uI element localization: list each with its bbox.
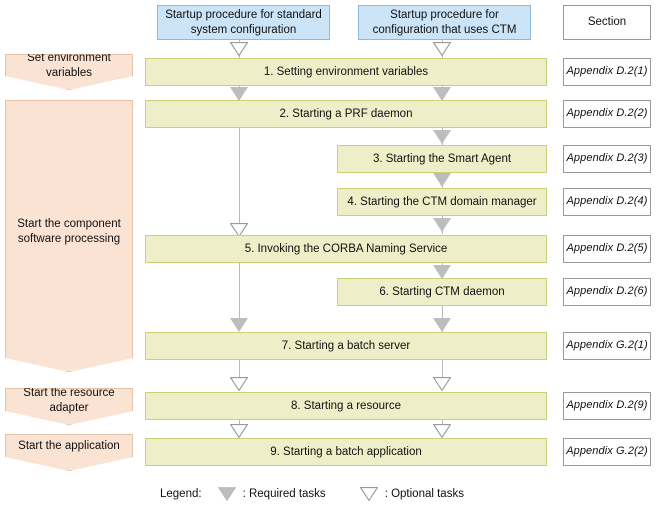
task-label: 8. Starting a resource	[291, 399, 401, 412]
section-cell-8: Appendix D.2(9)	[563, 392, 651, 420]
arrow-optional-icon	[230, 377, 248, 391]
arrow-required-icon	[433, 218, 451, 232]
phase-set-environment-variables: Set environment variables	[5, 54, 133, 90]
task-box-1[interactable]: 1. Setting environment variables	[145, 58, 547, 86]
arrow-required-icon	[230, 87, 248, 101]
section-label: Appendix D.2(2)	[566, 107, 648, 120]
legend: Legend: : Required tasks : Optional task…	[160, 487, 464, 501]
task-label: 9. Starting a batch application	[270, 445, 422, 458]
task-label: 6. Starting CTM daemon	[379, 285, 505, 298]
arrow-optional-icon	[433, 424, 451, 438]
task-box-2[interactable]: 2. Starting a PRF daemon	[145, 100, 547, 128]
section-cell-1: Appendix D.2(1)	[563, 58, 651, 86]
arrow-required-icon	[433, 130, 451, 144]
section-cell-7: Appendix G.2(1)	[563, 332, 651, 360]
connector-line	[239, 360, 240, 378]
section-cell-5: Appendix D.2(5)	[563, 235, 651, 263]
phase-start-resource-adapter: Start the resource adapter	[5, 388, 133, 425]
task-box-9[interactable]: 9. Starting a batch application	[145, 438, 547, 466]
section-label: Appendix D.2(5)	[566, 242, 648, 255]
phase-label: Start the component software processing	[17, 218, 121, 245]
task-label: 3. Starting the Smart Agent	[372, 152, 512, 165]
arrow-required-icon	[230, 318, 248, 332]
header-section-label: Section	[587, 16, 627, 29]
connector-line	[442, 360, 443, 378]
task-box-7[interactable]: 7. Starting a batch server	[145, 332, 547, 360]
section-cell-4: Appendix D.2(4)	[563, 188, 651, 216]
section-label: Appendix D.2(3)	[566, 152, 648, 165]
arrow-required-icon	[433, 265, 451, 279]
task-box-3[interactable]: 3. Starting the Smart Agent	[337, 145, 547, 173]
phase-label: Start the resource adapter	[23, 386, 115, 414]
arrow-optional-icon	[230, 223, 248, 237]
legend-optional-label: : Optional tasks	[384, 488, 464, 500]
task-box-4[interactable]: 4. Starting the CTM domain manager	[337, 188, 547, 216]
section-cell-6: Appendix D.2(6)	[563, 278, 651, 306]
phase-start-component-software-processing: Start the component software processing	[5, 100, 133, 372]
section-cell-3: Appendix D.2(3)	[563, 145, 651, 173]
section-label: Appendix D.2(9)	[566, 399, 648, 412]
phase-label: Set environment variables	[27, 52, 111, 79]
legend-optional-arrow-icon	[359, 487, 378, 501]
connector-line	[239, 263, 240, 319]
header-standard-configuration: Startup procedure for standard system co…	[157, 5, 330, 40]
task-box-8[interactable]: 8. Starting a resource	[145, 392, 547, 420]
arrow-optional-icon	[230, 42, 248, 56]
arrow-required-icon	[433, 318, 451, 332]
task-label: 2. Starting a PRF daemon	[279, 107, 413, 120]
legend-required-label: : Required tasks	[242, 488, 326, 500]
task-box-6[interactable]: 6. Starting CTM daemon	[337, 278, 547, 306]
section-label: Appendix G.2(2)	[566, 445, 648, 458]
task-label: 7. Starting a batch server	[281, 339, 411, 352]
task-label: 4. Starting the CTM domain manager	[347, 195, 537, 208]
task-label: 1. Setting environment variables	[263, 65, 429, 78]
legend-title: Legend:	[160, 488, 202, 500]
phase-label: Start the application	[18, 440, 120, 453]
task-label: 5. Invoking the CORBA Naming Service	[244, 242, 448, 255]
section-label: Appendix G.2(1)	[566, 339, 648, 352]
section-label: Appendix D.2(1)	[566, 65, 648, 78]
arrow-optional-icon	[433, 42, 451, 56]
section-cell-2: Appendix D.2(2)	[563, 100, 651, 128]
arrow-required-icon	[433, 173, 451, 187]
task-box-5[interactable]: 5. Invoking the CORBA Naming Service	[145, 235, 547, 263]
section-label: Appendix D.2(4)	[566, 195, 648, 208]
section-label: Appendix D.2(6)	[566, 285, 648, 298]
legend-required-arrow-icon	[217, 487, 236, 501]
section-cell-9: Appendix G.2(2)	[563, 438, 651, 466]
header-ctm-configuration-label: Startup procedure for configuration that…	[372, 9, 517, 36]
arrow-required-icon	[433, 87, 451, 101]
header-section: Section	[563, 5, 651, 40]
arrow-optional-icon	[433, 377, 451, 391]
arrow-optional-icon	[230, 424, 248, 438]
header-standard-configuration-label: Startup procedure for standard system co…	[165, 9, 322, 36]
phase-start-application: Start the application	[5, 434, 133, 471]
header-ctm-configuration: Startup procedure for configuration that…	[358, 5, 531, 40]
connector-line	[239, 127, 240, 234]
